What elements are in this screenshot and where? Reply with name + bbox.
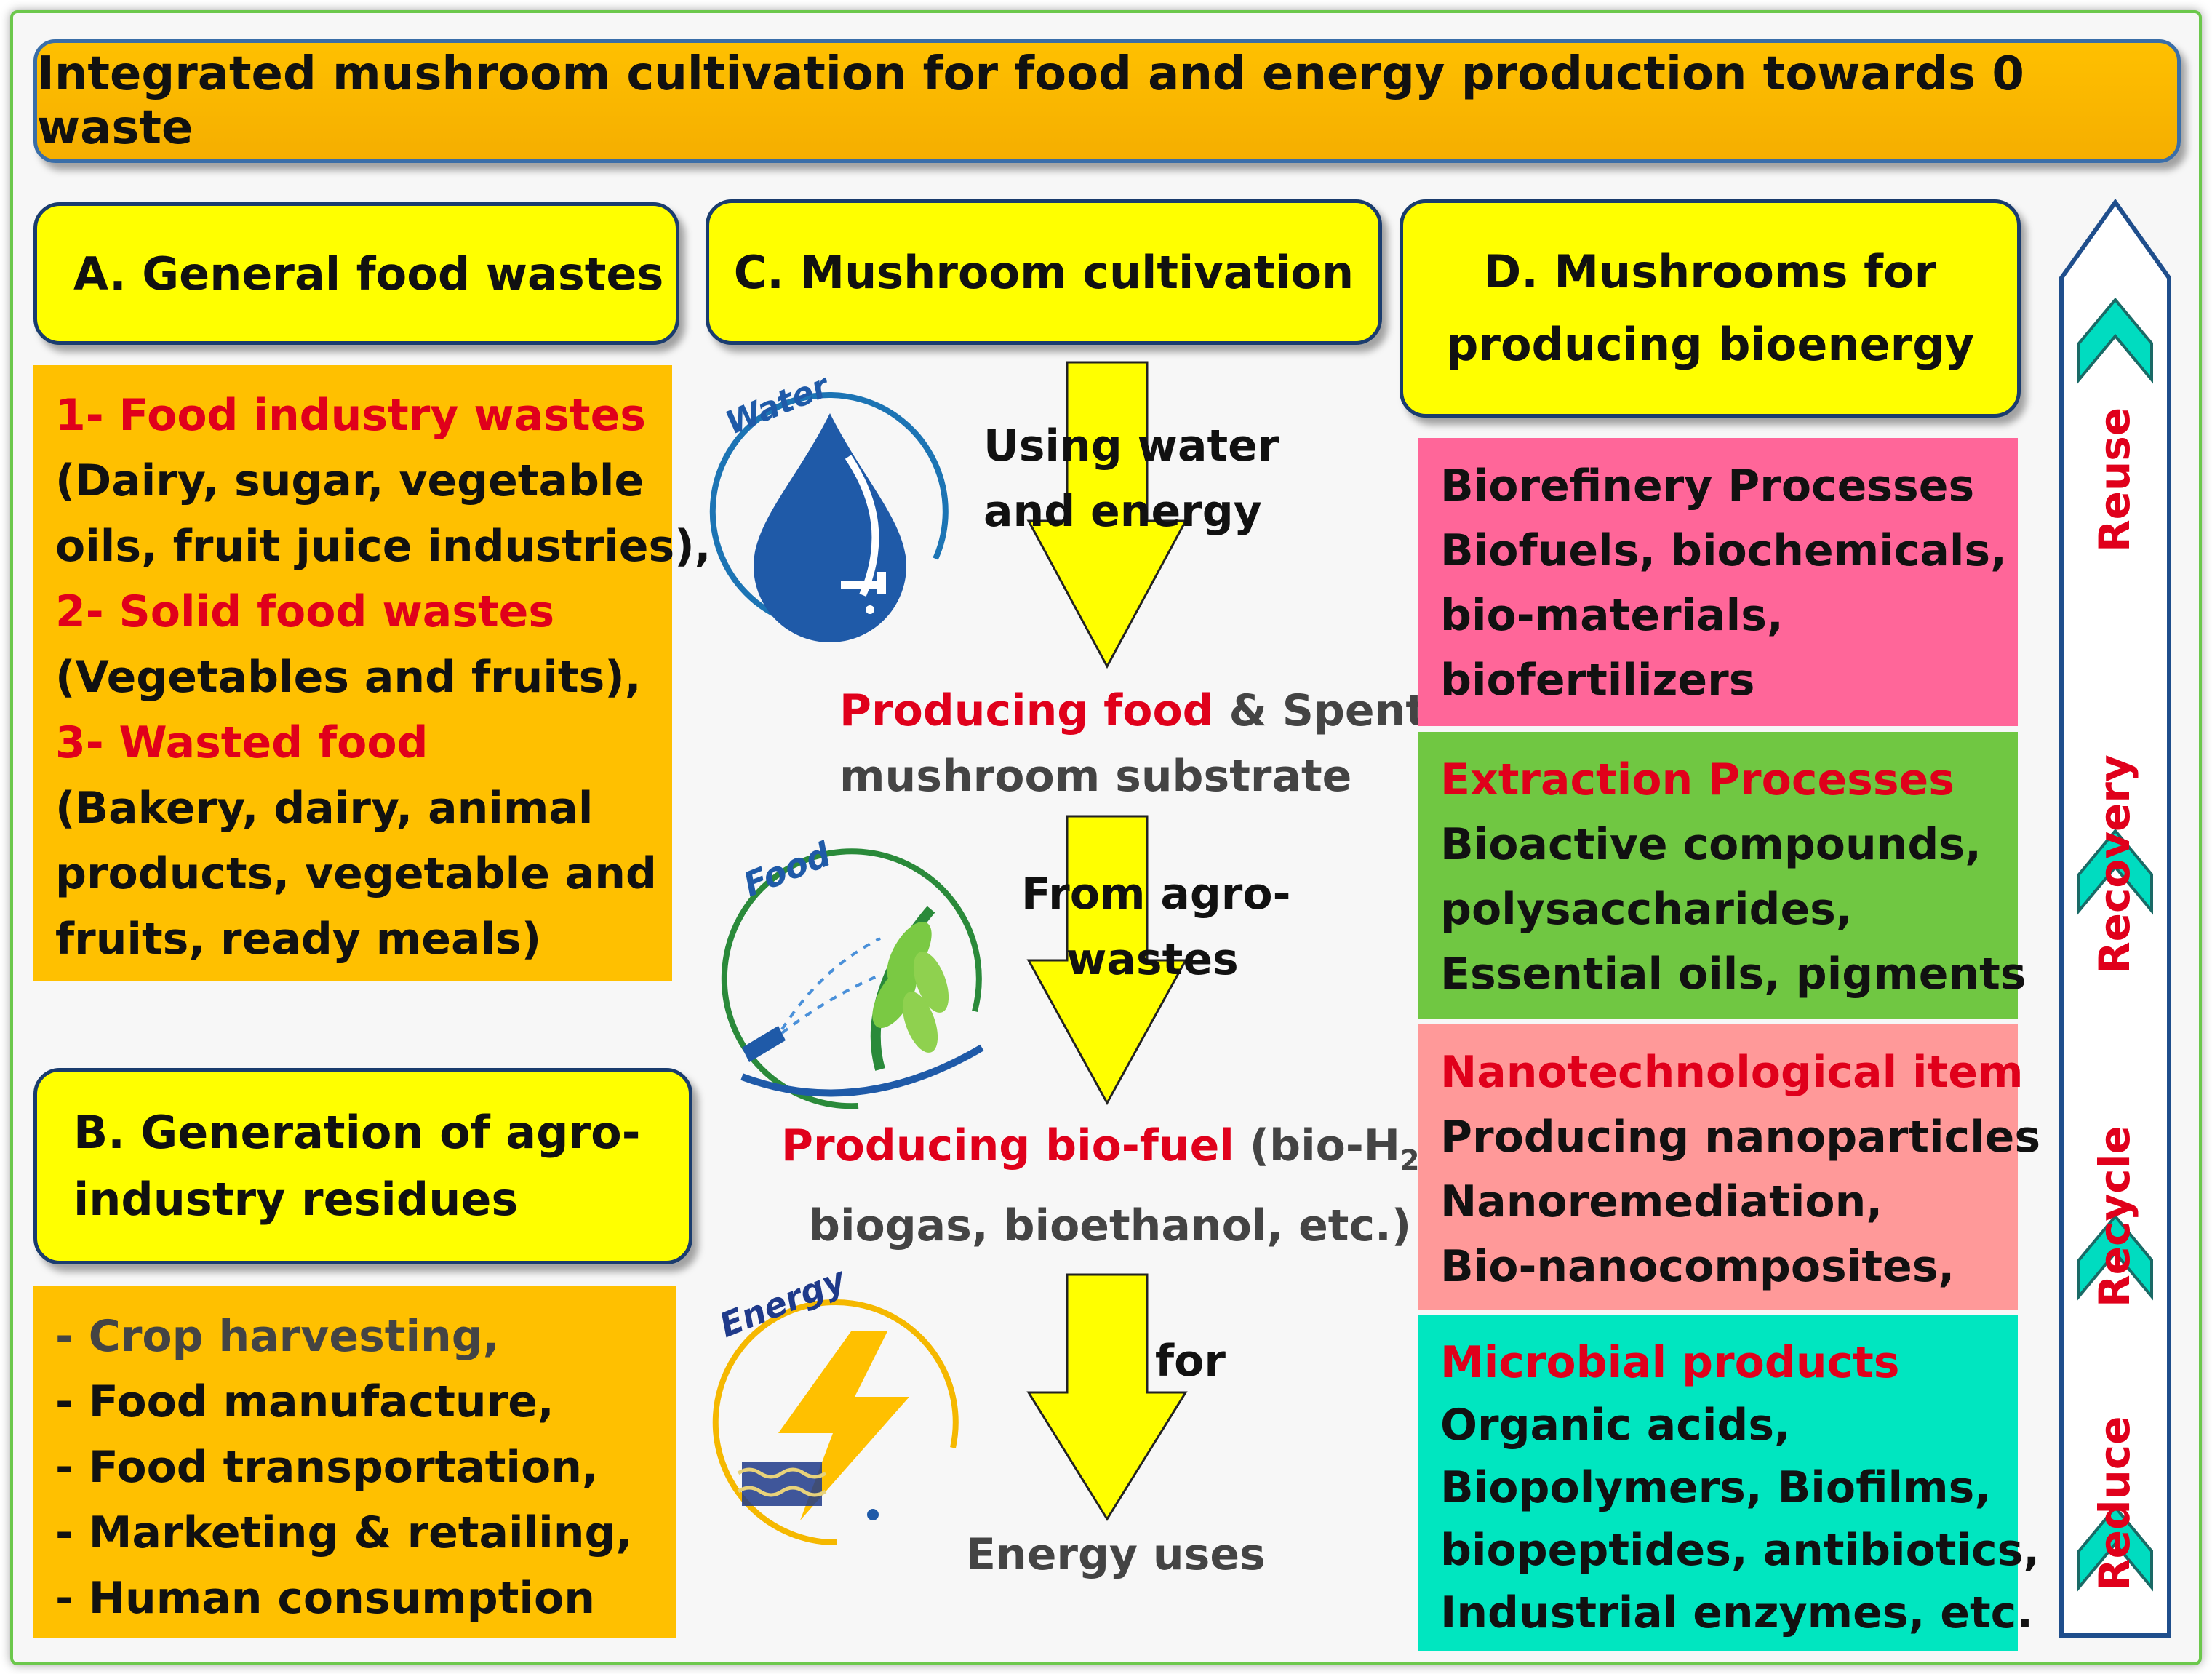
residue-item: - Crop harvesting, xyxy=(55,1311,500,1362)
nanotech-title: Nanotechnological item xyxy=(1440,1047,2024,1098)
microbial-box: Microbial products Organic acids, Biopol… xyxy=(1418,1315,2040,1651)
spent-substrate-text: mushroom substrate xyxy=(839,751,1352,802)
arrow1-label-line: Using water xyxy=(983,421,1279,471)
section-a-heading-text: A. General food wastes xyxy=(73,247,664,300)
water-drop-icon xyxy=(709,392,949,642)
side-word-recovery: Recovery xyxy=(2090,754,2139,974)
biofuel-subscript: 2 xyxy=(1400,1144,1420,1176)
microbial-line: Biopolymers, Biofilms, xyxy=(1440,1462,1992,1513)
section-b-heading: B. Generation of agro- industry residues xyxy=(33,1068,692,1264)
section-b-heading-line: industry residues xyxy=(73,1173,519,1226)
arrow2-label-line: From agro- xyxy=(1021,869,1291,920)
biorefinery-line: biofertilizers xyxy=(1440,655,1755,706)
section-c-heading-text: C. Mushroom cultivation xyxy=(733,245,1354,299)
side-word-recycle: Recycle xyxy=(2090,1125,2139,1307)
microbial-line: Organic acids, xyxy=(1440,1400,1791,1451)
solid-food-wastes-detail: (Vegetables and fruits), xyxy=(55,652,642,703)
arrow3-label: for xyxy=(1155,1336,1226,1387)
food-industry-wastes-detail: oils, fruit juice industries), xyxy=(55,521,711,572)
section-b-heading-line: B. Generation of agro- xyxy=(73,1106,641,1159)
biorefinery-line: bio-materials, xyxy=(1440,590,1784,641)
arrow1-label-line: and energy xyxy=(983,486,1262,537)
side-word-reuse: Reuse xyxy=(2090,407,2139,552)
biorefinery-line: Biofuels, biochemicals, xyxy=(1440,525,2007,576)
microbial-line: Industrial enzymes, etc. xyxy=(1440,1587,2033,1638)
energy-lightning-icon xyxy=(712,1299,959,1546)
extraction-line: Essential oils, pigments xyxy=(1440,949,2027,1000)
extraction-box: Extraction Processes Bioactive compounds… xyxy=(1418,732,2027,1019)
section-b-list: - Crop harvesting, - Food manufacture, -… xyxy=(33,1286,676,1638)
nanotech-line: Producing nanoparticles xyxy=(1440,1112,2041,1163)
arrow2-label-line: wastes xyxy=(1066,934,1239,985)
arrow2-label: From agro- wastes xyxy=(1021,861,1291,992)
down-arrow-2 xyxy=(1026,815,1188,1106)
section-d-heading-line: D. Mushrooms for xyxy=(1483,245,1937,298)
biorefinery-line: Biorefinery Processes xyxy=(1440,461,1975,511)
producing-biofuel-text: Producing bio-fuel xyxy=(781,1120,1234,1171)
wasted-food-detail: (Bakery, dairy, animal xyxy=(55,783,594,834)
diagram-title: Integrated mushroom cultivation for food… xyxy=(33,39,2181,163)
extraction-line: polysaccharides, xyxy=(1440,884,1853,935)
extraction-title: Extraction Processes xyxy=(1440,754,1955,805)
food-industry-wastes-label: 1- Food industry wastes xyxy=(55,390,647,441)
producing-food-text: Producing food xyxy=(839,685,1214,736)
solid-food-wastes-label: 2- Solid food wastes xyxy=(55,586,555,637)
food-industry-wastes-detail: (Dairy, sugar, vegetable xyxy=(55,455,644,506)
section-c-heading: C. Mushroom cultivation xyxy=(706,199,1382,345)
residue-item: - Human consumption xyxy=(55,1573,595,1624)
section-a-heading: A. General food wastes xyxy=(33,202,679,345)
biorefinery-box: Biorefinery Processes Biofuels, biochemi… xyxy=(1418,438,2018,726)
biofuel-paren: (bio-H xyxy=(1234,1120,1401,1171)
extraction-line: Bioactive compounds, xyxy=(1440,819,1981,870)
wasted-food-label: 3- Wasted food xyxy=(55,717,428,768)
microbial-line: biopeptides, antibiotics, xyxy=(1440,1525,2040,1576)
side-word-reduce: Reduce xyxy=(2090,1416,2139,1591)
down-arrow-1 xyxy=(1026,361,1188,669)
nanotech-line: Bio-nanocomposites, xyxy=(1440,1241,1955,1292)
section-a-list: 1- Food industry wastes (Dairy, sugar, v… xyxy=(33,365,711,981)
wasted-food-detail: fruits, ready meals) xyxy=(55,914,542,965)
section-d-heading: D. Mushrooms for producing bioenergy xyxy=(1400,199,2021,418)
residue-item: - Food transportation, xyxy=(55,1442,599,1493)
energy-uses-label: Energy uses xyxy=(966,1529,1266,1580)
producing-food-label: Producing food & Spent mushroom substrat… xyxy=(839,678,1426,809)
producing-biofuel-label: Producing bio-fuel (bio-H2, biogas, bioe… xyxy=(781,1113,1436,1259)
microbial-title: Microbial products xyxy=(1440,1337,1900,1388)
down-arrow-3 xyxy=(1026,1273,1188,1521)
nanotech-line: Nanoremediation, xyxy=(1440,1176,1883,1227)
side-up-arrow xyxy=(2059,198,2171,1638)
spent-text: & Spent xyxy=(1213,685,1426,736)
biofuel-detail: biogas, bioethanol, etc.) xyxy=(809,1200,1412,1251)
nanotech-box: Nanotechnological item Producing nanopar… xyxy=(1418,1024,2041,1310)
wheat-sprinkler-icon xyxy=(721,848,984,1109)
residue-item: - Marketing & retailing, xyxy=(55,1507,633,1558)
wasted-food-detail: products, vegetable and xyxy=(55,848,657,899)
section-d-heading-line: producing bioenergy xyxy=(1445,318,1975,371)
arrow1-label: Using water and energy xyxy=(983,413,1279,544)
residue-item: - Food manufacture, xyxy=(55,1376,554,1427)
